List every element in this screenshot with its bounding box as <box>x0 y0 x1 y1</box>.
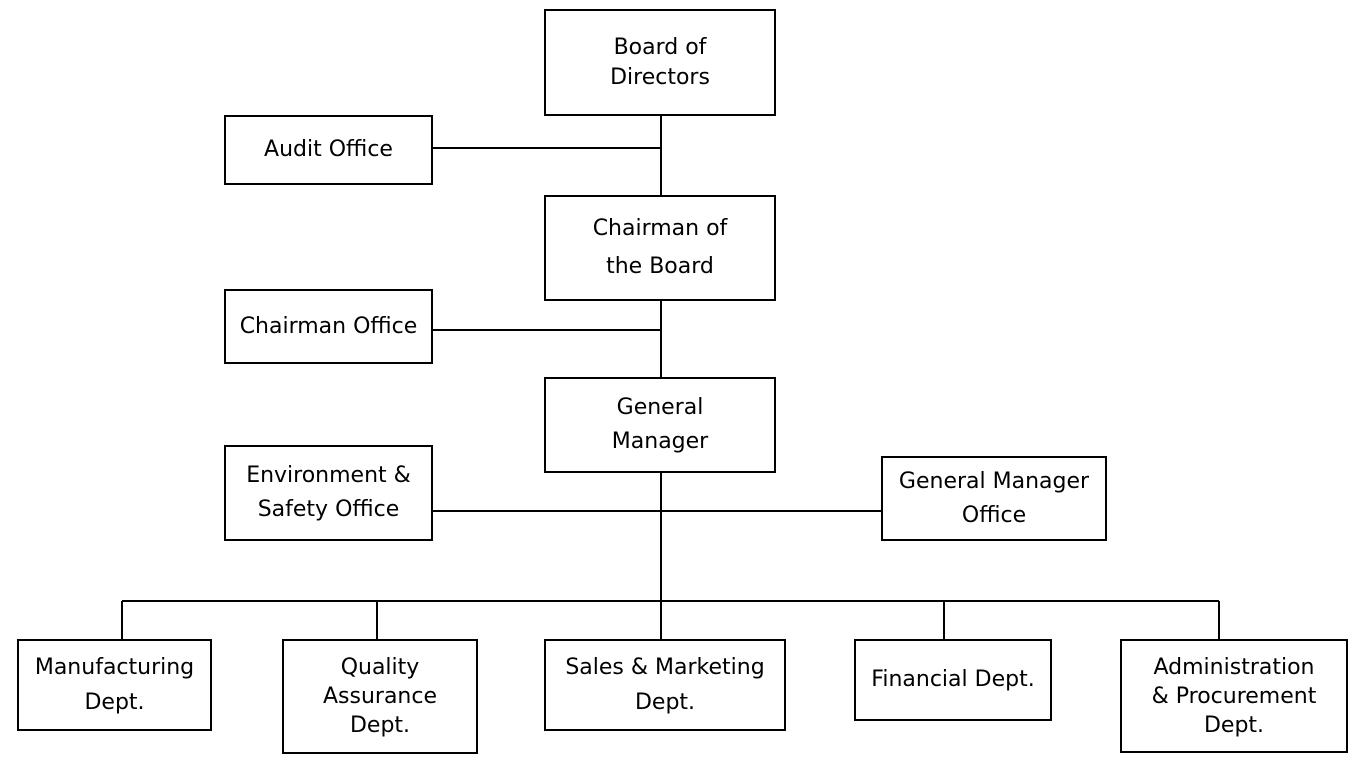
administration-procurement-dept-box: Administration & Procurement Dept. <box>1120 639 1348 753</box>
quality-line-1: Quality <box>340 655 420 680</box>
sales-line-1: Sales & Marketing <box>565 655 765 680</box>
audit-office-label: Audit Office <box>264 137 393 162</box>
gm-line-2: Manager <box>611 429 709 454</box>
chairman-office-label: Chairman Office <box>239 313 418 339</box>
manufacturing-line-1: Manufacturing <box>34 655 195 680</box>
manufacturing-line-2: Dept. <box>84 690 145 715</box>
quality-line-3: Dept. <box>349 713 411 738</box>
admin-line-1: Administration <box>1153 654 1315 680</box>
quality-line-2: Assurance <box>322 684 438 709</box>
board-of-directors-box: Board of Directors <box>544 9 776 116</box>
environment-safety-office-box: Environment & Safety Office <box>224 445 433 541</box>
chairman-of-board-box: Chairman of the Board <box>544 195 776 301</box>
sales-line-2: Dept. <box>634 690 696 715</box>
financial-label: Financial Dept. <box>871 667 1035 692</box>
quality-assurance-dept-box: Quality Assurance Dept. <box>282 639 478 754</box>
financial-dept-box: Financial Dept. <box>854 639 1052 721</box>
general-manager-office-box: General Manager Office <box>881 456 1107 541</box>
general-manager-box: General Manager <box>544 377 776 473</box>
admin-line-3: Dept. <box>1203 712 1265 738</box>
audit-office-box: Audit Office <box>224 115 433 185</box>
env-line-2: Safety Office <box>257 497 400 522</box>
chairman-office-box: Chairman Office <box>224 289 433 364</box>
chairman-line-1: Chairman of <box>592 216 728 241</box>
board-line-2: Directors <box>610 64 710 90</box>
manufacturing-dept-box: Manufacturing Dept. <box>17 639 212 731</box>
gm-office-line-1: General Manager <box>898 468 1090 494</box>
sales-marketing-dept-box: Sales & Marketing Dept. <box>544 639 786 731</box>
gm-line-1: General <box>616 395 704 420</box>
gm-office-line-2: Office <box>961 502 1027 528</box>
admin-line-2: & Procurement <box>1151 683 1317 709</box>
chairman-line-2: the Board <box>606 254 714 279</box>
env-line-1: Environment & <box>246 463 411 488</box>
board-line-1: Board of <box>613 34 707 60</box>
